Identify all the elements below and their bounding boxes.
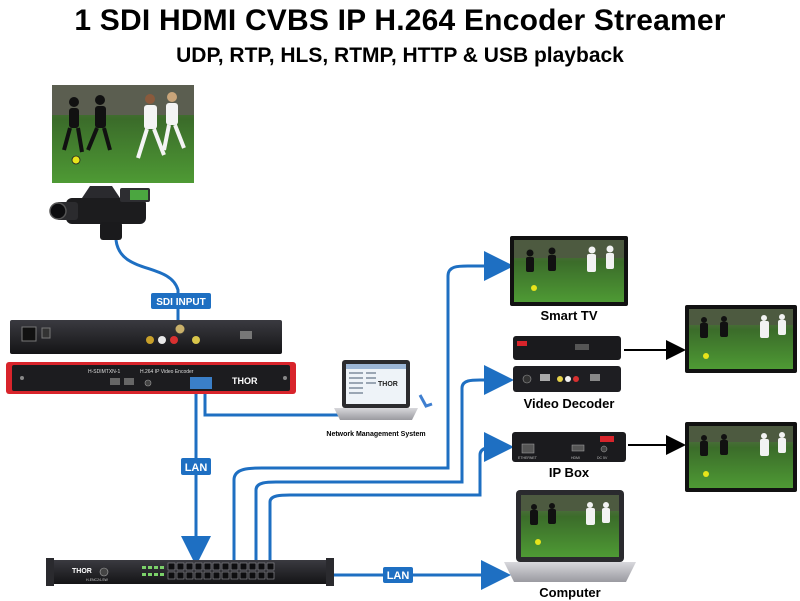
cable-lines xyxy=(114,239,514,590)
nms-label: Network Management System xyxy=(326,431,425,438)
ipbox-port2-text: HDMI xyxy=(571,456,580,460)
ipbox-output-monitor xyxy=(685,422,797,492)
smart-tv-label: Smart TV xyxy=(540,308,597,323)
switch-port xyxy=(230,571,239,580)
switch-port xyxy=(203,562,212,571)
switch-port xyxy=(257,571,266,580)
computer-laptop-icon: Computer xyxy=(504,490,636,600)
switch-port xyxy=(203,571,212,580)
switch-port xyxy=(212,571,221,580)
nms-brand-text: THOR xyxy=(378,381,398,388)
page-title: 1 SDI HDMI CVBS IP H.264 Encoder Streame… xyxy=(74,4,726,37)
switch-port xyxy=(239,571,248,580)
page-subtitle: UDP, RTP, HLS, RTMP, HTTP & USB playback xyxy=(176,44,624,67)
switch-port xyxy=(266,562,275,571)
encoder-brand-text: THOR xyxy=(232,376,258,386)
encoder-front-panel: H-SDIMTXN-1 H.264 IP Video Encoder THOR xyxy=(6,362,296,394)
switch-port xyxy=(221,562,230,571)
switch-port xyxy=(266,571,275,580)
switch-port xyxy=(185,562,194,571)
lan-tag-bottom: LAN xyxy=(383,567,413,583)
switch-port-grid xyxy=(167,562,275,580)
encoder-name-text: H.264 IP Video Encoder xyxy=(140,369,194,375)
ip-box-label: IP Box xyxy=(549,465,590,480)
ipbox-port1-text: ETHERNET xyxy=(518,456,538,460)
switch-port xyxy=(230,562,239,571)
lan-label-bottom: LAN xyxy=(387,570,410,582)
switch-port xyxy=(194,571,203,580)
decoder-cable xyxy=(254,365,514,565)
switch-port xyxy=(248,571,257,580)
source-video-thumbnail xyxy=(52,85,194,183)
switch-port xyxy=(176,571,185,580)
sdi-input-tag: SDI INPUT xyxy=(151,293,211,309)
lan-tag-top: LAN xyxy=(181,458,211,475)
switch-port xyxy=(239,562,248,571)
switch-port xyxy=(167,571,176,580)
sdi-input-label: SDI INPUT xyxy=(156,297,205,308)
decoder-output-monitor xyxy=(685,305,797,373)
switch-brand-text: THOR xyxy=(72,568,92,575)
ipbox-cable xyxy=(268,432,514,565)
switch-port xyxy=(194,562,203,571)
video-decoder-icon: Video Decoder xyxy=(513,336,621,411)
smart-tv-icon: Smart TV xyxy=(510,236,628,323)
switch-port xyxy=(257,562,266,571)
switch-port xyxy=(185,571,194,580)
switch-port xyxy=(221,571,230,580)
switch-port xyxy=(212,562,221,571)
switch-port xyxy=(167,562,176,571)
switch-port xyxy=(248,562,257,571)
network-switch: THOR H-ENC24-SW xyxy=(46,558,334,586)
encoder-model-text: H-SDIMTXN-1 xyxy=(88,369,120,375)
sdi-cable xyxy=(114,239,180,330)
nms-laptop-icon: THOR Network Management System xyxy=(326,360,433,438)
computer-label: Computer xyxy=(539,585,600,600)
smarttv-cable xyxy=(232,251,514,565)
ipbox-port3-text: DC 5V xyxy=(597,456,608,460)
lan-label-top: LAN xyxy=(185,462,208,474)
video-camera-icon xyxy=(49,186,150,240)
encoder-rear-panel xyxy=(10,320,282,354)
switch-model-text: H-ENC24-SW xyxy=(86,578,108,582)
switch-port xyxy=(176,562,185,571)
ip-box-icon: ETHERNET HDMI DC 5V IP Box xyxy=(512,432,626,480)
video-decoder-label: Video Decoder xyxy=(524,396,615,411)
